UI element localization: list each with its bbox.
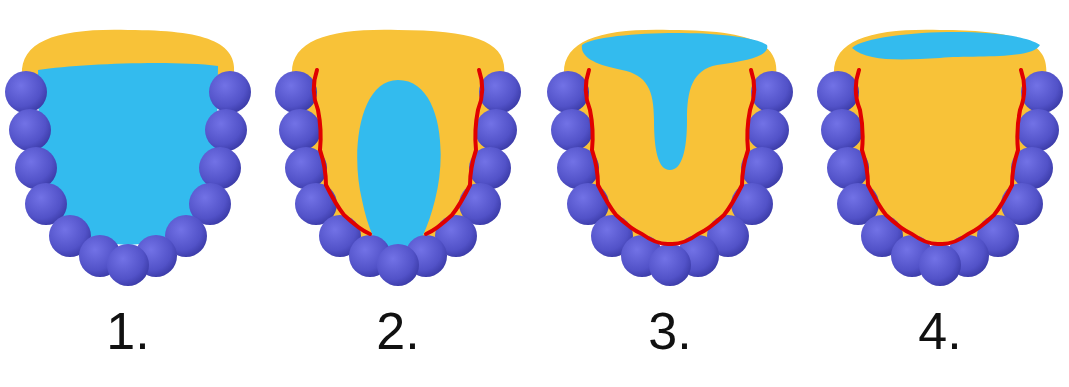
cell-chain (275, 71, 521, 286)
red-lining (856, 70, 1025, 244)
red-lining (314, 70, 370, 234)
panel-number: 4. (918, 305, 961, 357)
panel-one (5, 30, 251, 286)
cell-chain (5, 71, 251, 286)
panel-two (275, 30, 521, 286)
red-lining (586, 70, 755, 244)
panel-number: 2. (376, 305, 419, 357)
red-lining (426, 70, 482, 234)
blue-funnel (582, 33, 767, 170)
blue-cap (852, 32, 1040, 59)
panel-four (817, 30, 1063, 286)
panel-three (547, 30, 793, 286)
cell-chain (547, 71, 793, 286)
cell-chain (817, 71, 1063, 286)
panel-number: 3. (648, 305, 691, 357)
panel-number: 1. (106, 305, 149, 357)
